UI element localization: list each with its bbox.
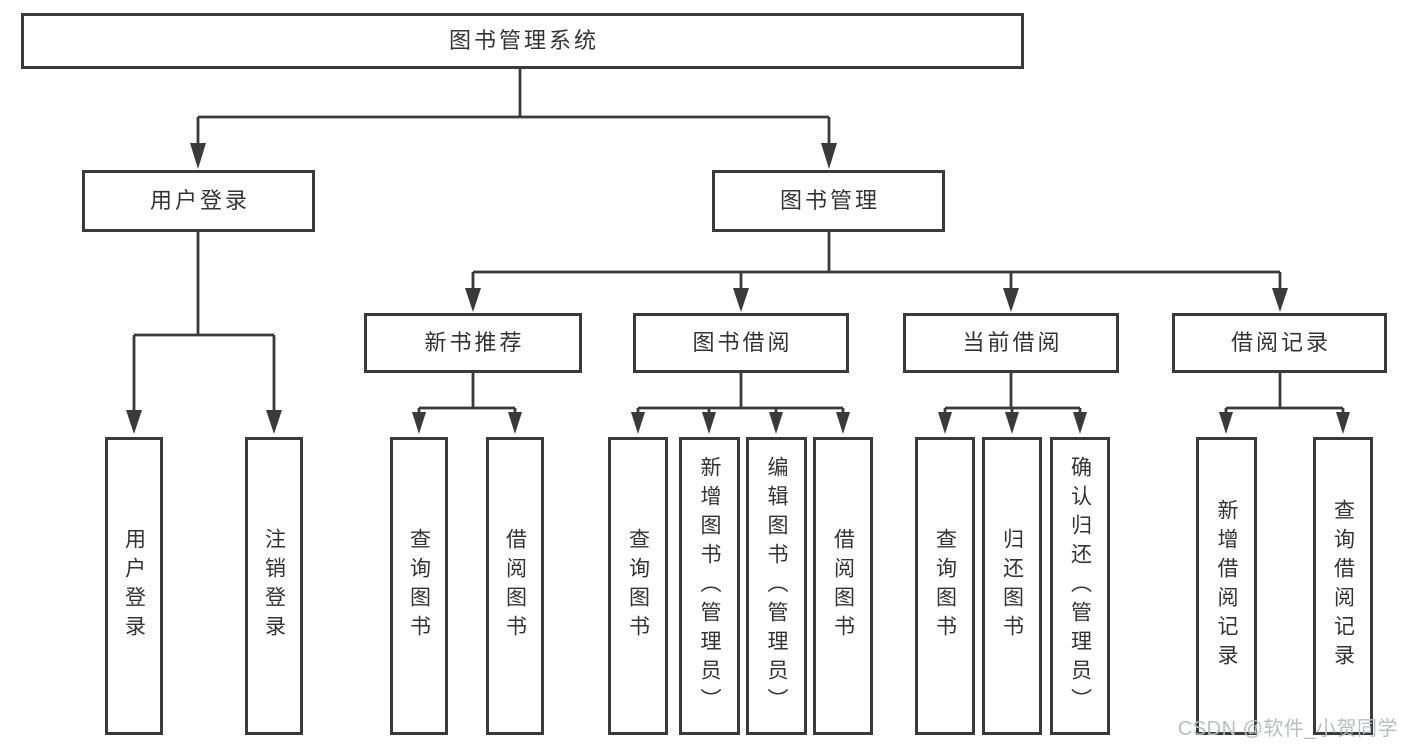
node-root: 图书管理系统: [21, 13, 1024, 69]
leaf-query-books-current: 查询图书: [915, 437, 975, 735]
node-new-book-recommendation: 新书推荐: [364, 313, 582, 373]
leaf-borrow-books-recommend: 借阅图书: [486, 437, 544, 735]
node-borrowing-records: 借阅记录: [1172, 313, 1387, 373]
node-book-borrowing: 图书借阅: [633, 313, 849, 373]
leaf-borrow-books-borrowing: 借阅图书: [813, 437, 873, 735]
node-user-login: 用户登录: [82, 170, 315, 232]
leaf-edit-book-admin: 编辑图书（管理员）: [746, 437, 807, 735]
leaf-query-books-borrowing: 查询图书: [608, 437, 668, 735]
leaf-confirm-return-admin: 确认归还（管理员）: [1050, 437, 1110, 735]
leaf-query-borrow-record: 查询借阅记录: [1313, 437, 1373, 735]
watermark-csdn: CSDN @软件_小贺同学: [1177, 718, 1398, 740]
leaf-query-books-recommend: 查询图书: [390, 437, 448, 735]
leaf-add-borrow-record: 新增借阅记录: [1196, 437, 1257, 735]
node-current-borrowing: 当前借阅: [903, 313, 1119, 373]
node-book-management: 图书管理: [712, 170, 945, 232]
leaf-add-book-admin: 新增图书（管理员）: [679, 437, 740, 735]
leaf-user-login: 用户登录: [105, 437, 163, 735]
leaf-return-book: 归还图书: [982, 437, 1042, 735]
leaf-logout: 注销登录: [245, 437, 303, 735]
